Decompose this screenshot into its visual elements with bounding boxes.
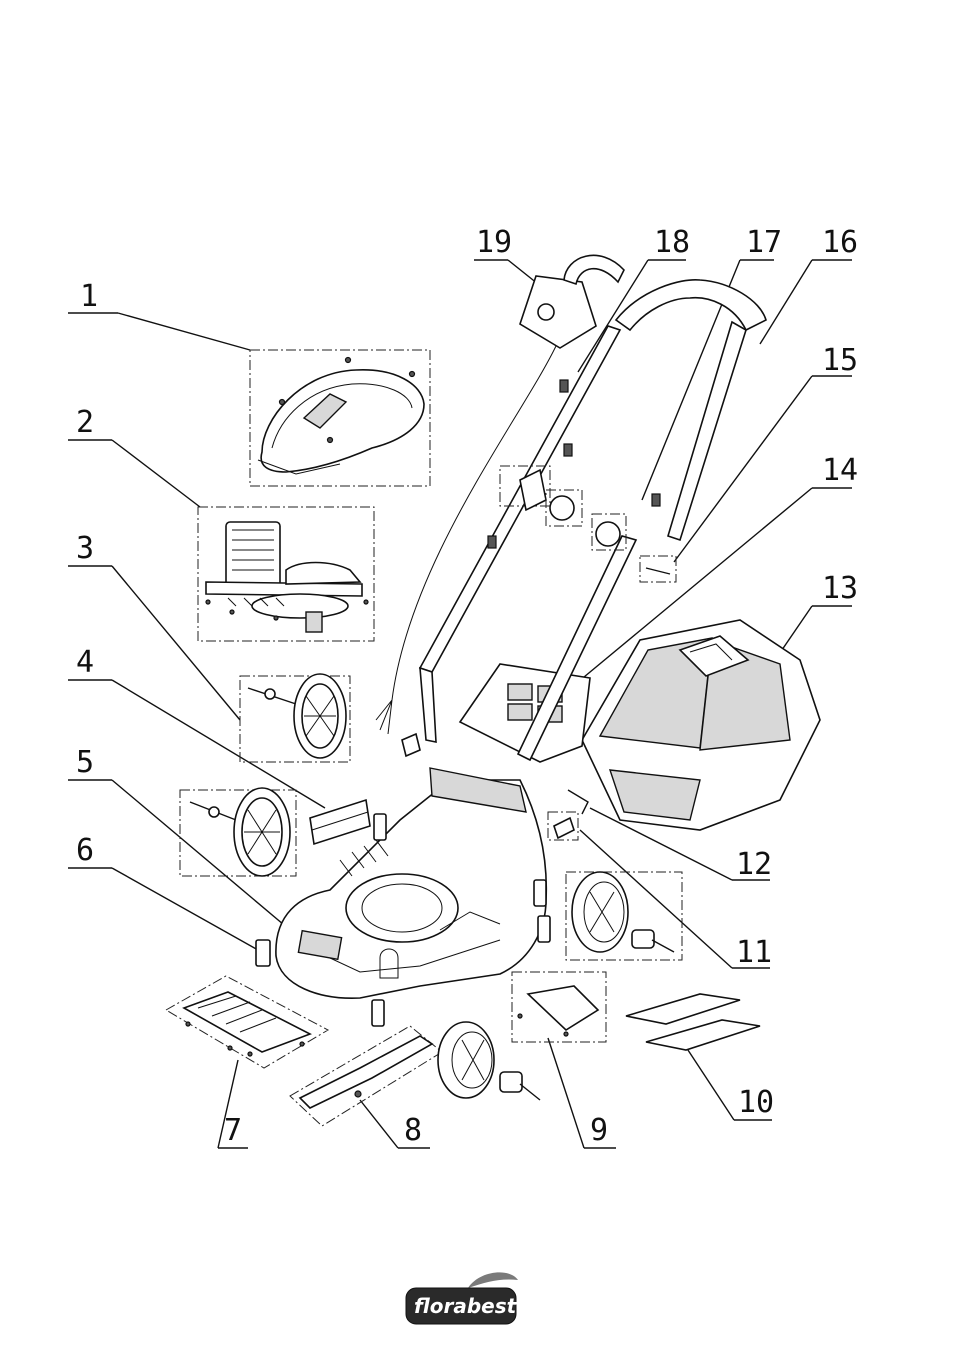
part-wheel-front-bottom <box>438 1022 540 1100</box>
florabest-leaf-icon <box>468 1272 518 1288</box>
part-bolt <box>640 556 676 582</box>
callout-number: 1 <box>80 279 98 314</box>
callout-number: 17 <box>746 225 782 260</box>
part-blade <box>290 1026 442 1126</box>
callout-number: 10 <box>738 1085 774 1120</box>
part-wheel-rear-right <box>548 812 682 960</box>
callout-8: 8 <box>360 1100 430 1148</box>
callout-number: 3 <box>76 531 94 566</box>
part-hex-key <box>568 790 588 814</box>
part-documents <box>626 994 760 1050</box>
callout-number: 11 <box>736 935 772 970</box>
part-handle-upper <box>616 280 766 540</box>
part-base-plate <box>166 976 328 1068</box>
callout-number: 2 <box>76 405 94 440</box>
callout-number: 15 <box>822 343 858 378</box>
callout-number: 13 <box>822 571 858 606</box>
part-wheel-front-left <box>180 788 296 876</box>
part-wheel-rear-upper <box>240 674 350 762</box>
callout-number: 5 <box>76 745 94 780</box>
callout-4: 4 <box>68 645 325 808</box>
callout-number: 16 <box>822 225 858 260</box>
callout-7: 7 <box>218 1060 248 1148</box>
callout-10: 10 <box>684 1044 774 1120</box>
callout-number: 6 <box>76 833 94 868</box>
callout-number: 9 <box>590 1113 608 1148</box>
part-flap <box>512 972 606 1042</box>
callout-number: 8 <box>404 1113 422 1148</box>
callout-2: 2 <box>68 405 200 507</box>
callout-number: 14 <box>822 453 858 488</box>
florabest-logo: florabest <box>406 1272 518 1324</box>
callout-number: 4 <box>76 645 94 680</box>
part-motor-cover <box>250 350 430 486</box>
callout-9: 9 <box>548 1038 616 1148</box>
callout-number: 19 <box>476 225 512 260</box>
callout-6: 6 <box>68 833 258 950</box>
logo-text: florabest <box>414 1294 518 1318</box>
part-grass-catcher <box>582 620 820 830</box>
callout-number: 7 <box>224 1113 242 1148</box>
callout-3: 3 <box>68 531 240 720</box>
callout-1: 1 <box>68 279 250 350</box>
callout-17: 17 <box>642 225 782 500</box>
part-motor-assembly <box>198 507 374 641</box>
part-strip <box>310 800 370 844</box>
callout-number: 18 <box>654 225 690 260</box>
callout-number: 12 <box>736 847 772 882</box>
